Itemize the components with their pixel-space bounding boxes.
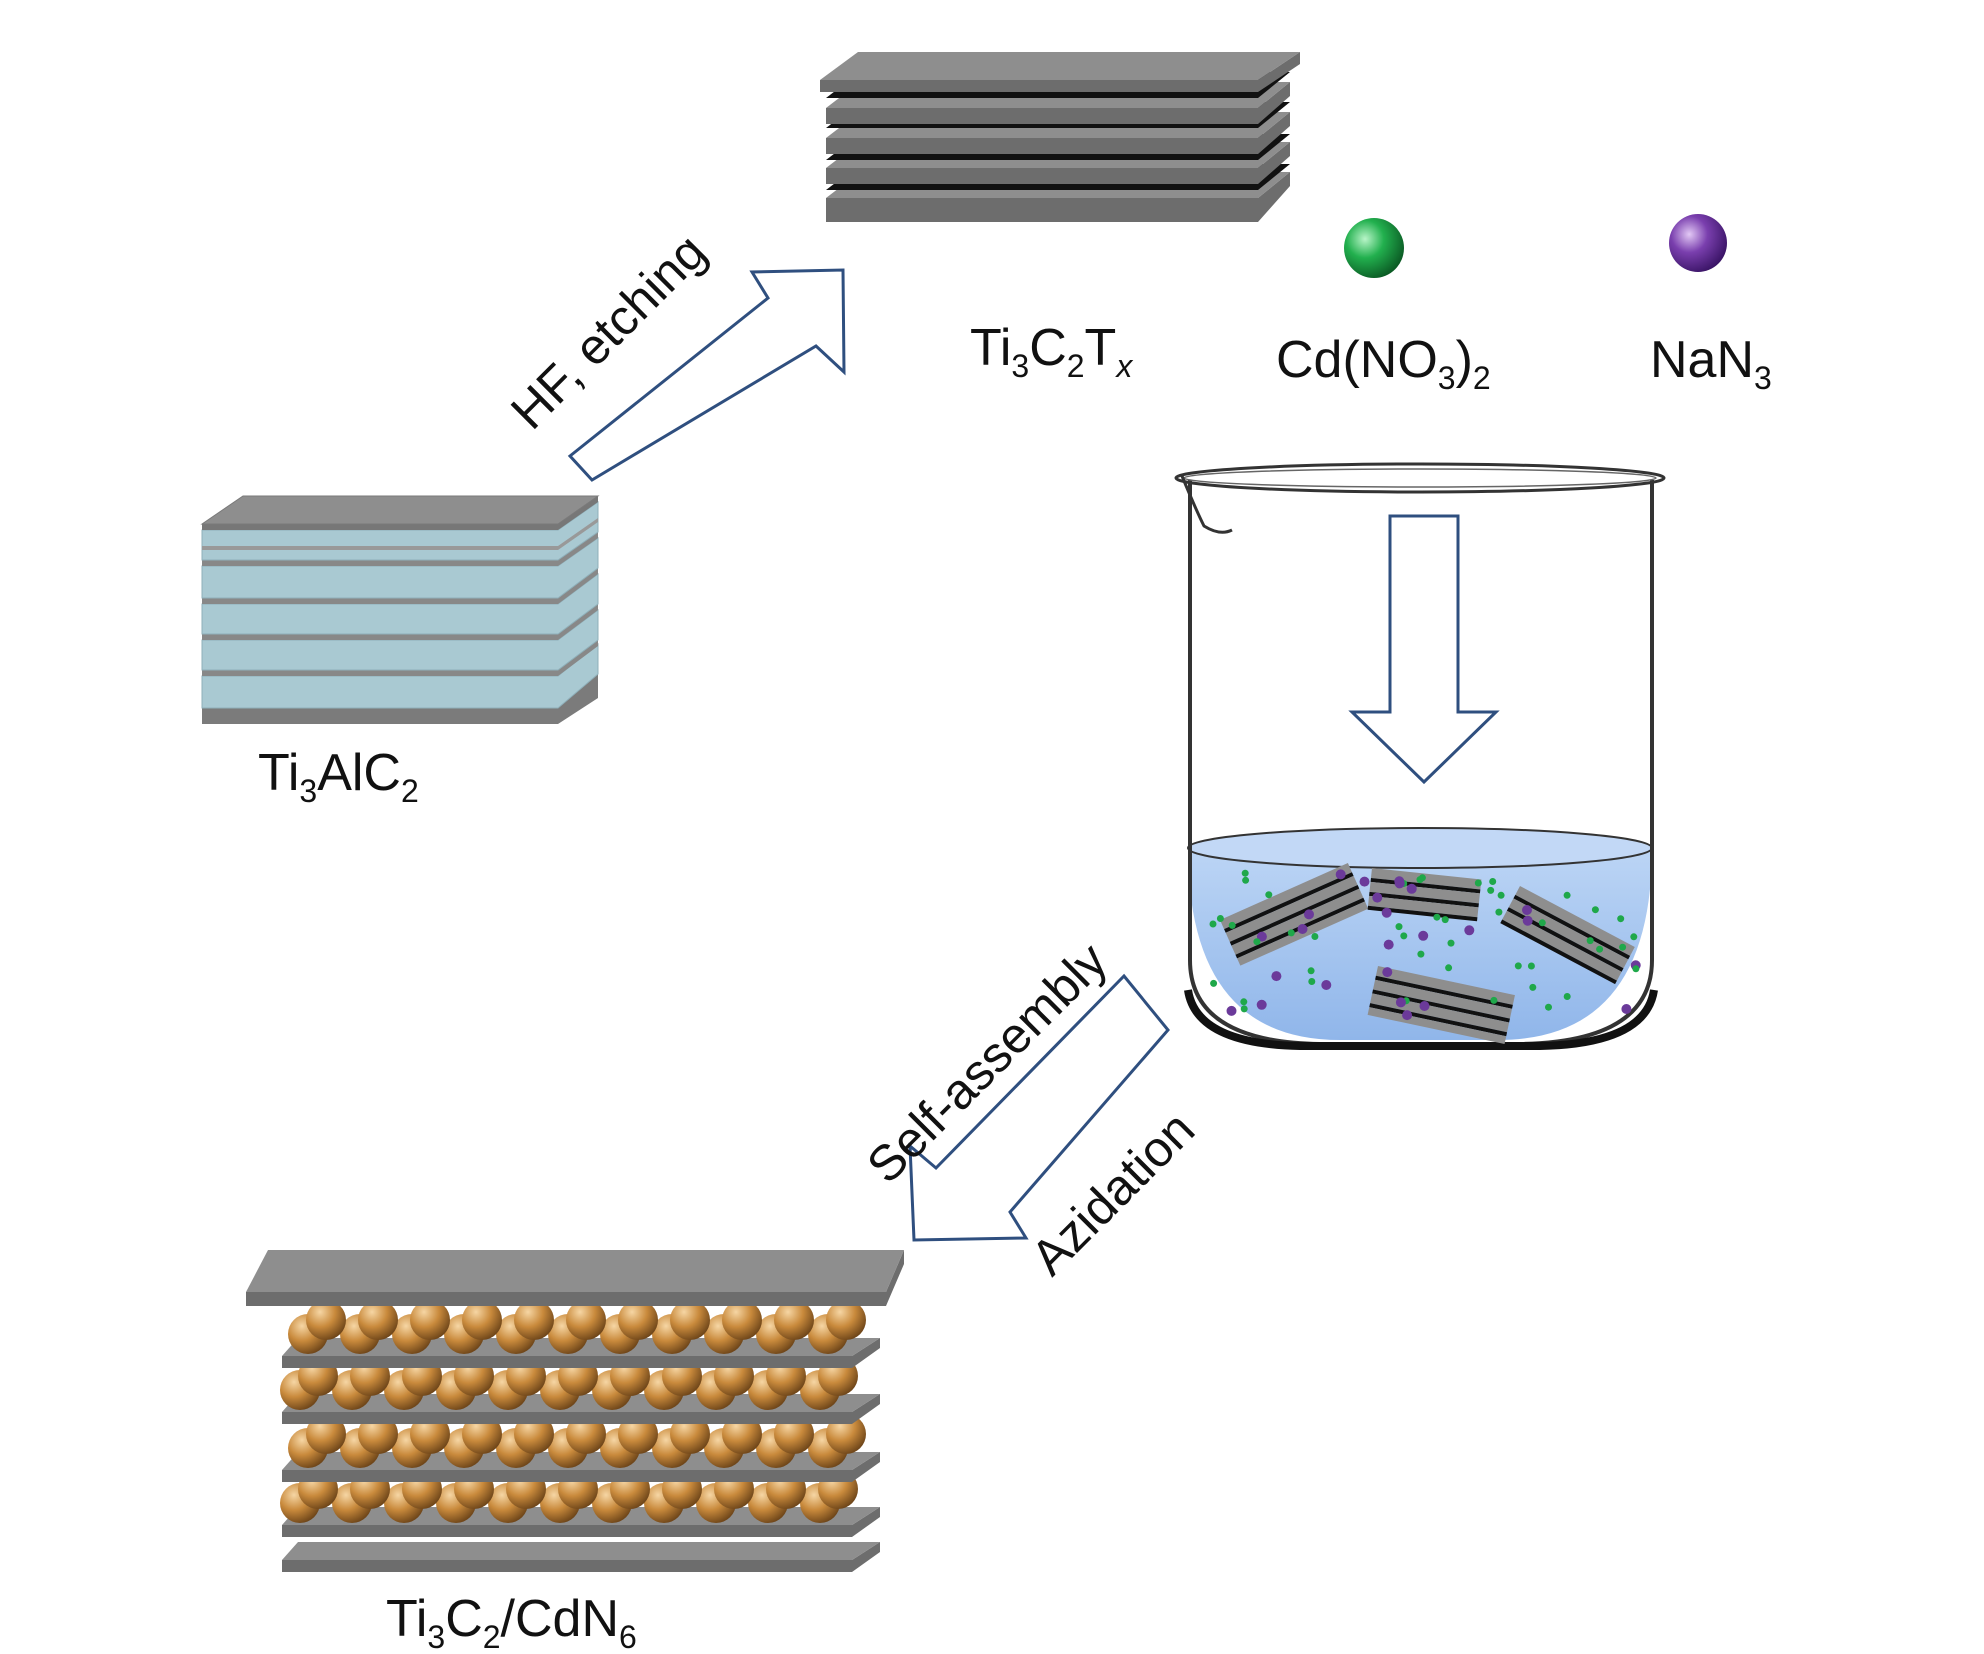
- cd-ion-dot: [1489, 878, 1497, 885]
- cd-ion-dot: [1216, 915, 1224, 922]
- cd-ion-dot: [1617, 915, 1625, 923]
- nan3-label: NaN3: [1650, 331, 1772, 396]
- cd-ion-dot: [1490, 996, 1498, 1004]
- cd-ion-dot: [1395, 923, 1403, 931]
- ti3c2-cdn6-stack: [246, 1250, 904, 1572]
- cd-ion-dot: [1529, 983, 1537, 991]
- na-ion-dot: [1394, 876, 1405, 887]
- na-sphere-icon: [1669, 214, 1727, 272]
- cd-ion-dot: [1514, 962, 1522, 970]
- cd-ion-dot: [1619, 943, 1627, 951]
- na-ion-dot: [1419, 1001, 1430, 1011]
- cdn6-particle: [722, 1300, 762, 1340]
- cdn6-particle: [774, 1300, 814, 1340]
- na-ion-dot: [1359, 876, 1370, 887]
- cdn6-particle: [514, 1300, 554, 1340]
- na-ion-dot: [1321, 980, 1332, 990]
- cdn6-particle: [462, 1300, 502, 1340]
- na-ion-dot: [1256, 999, 1267, 1010]
- na-ion-dot: [1335, 869, 1346, 880]
- cd-ion-dot: [1563, 993, 1571, 1000]
- cd-ion-dot: [1497, 891, 1505, 899]
- ti3alc2-stack: [200, 495, 600, 724]
- mixing-arrow: [1348, 514, 1500, 785]
- na-ion-dot: [1382, 967, 1393, 978]
- cdn6-particle: [566, 1300, 606, 1340]
- na-ion-dot: [1395, 997, 1406, 1008]
- cd-ion-dot: [1495, 908, 1503, 916]
- cd-ion-dot: [1307, 967, 1315, 975]
- dissolved-ions: [1209, 869, 1641, 1021]
- na-ion-dot: [1297, 924, 1308, 934]
- cd-ion-dot: [1228, 921, 1236, 929]
- cd-ion-dot: [1433, 913, 1441, 921]
- ti3c2tx-stack: [820, 52, 1300, 222]
- ti3alc2-label: Ti3AlC2: [258, 744, 419, 809]
- na-ion-dot: [1418, 930, 1429, 941]
- cd-ion-dot: [1253, 938, 1261, 946]
- cdn6-particle: [826, 1300, 866, 1340]
- cd-ion-dot: [1287, 929, 1295, 937]
- cd-ion-dot: [1240, 998, 1248, 1006]
- cd-ion-dot: [1596, 945, 1604, 953]
- cd-ion-dot: [1538, 919, 1546, 927]
- cd-ion-dot: [1308, 978, 1316, 985]
- etching-arrow: [567, 268, 846, 482]
- cd-ion-dot: [1265, 891, 1273, 899]
- assembly-arrow-shape: [908, 973, 1170, 1242]
- cd-ion-dot: [1311, 933, 1319, 940]
- na-ion-dot: [1226, 1005, 1237, 1016]
- cdn6-particle: [410, 1300, 450, 1340]
- cdn6-particle: [670, 1300, 710, 1340]
- cd-ion-dot: [1632, 965, 1640, 973]
- na-ion-dot: [1372, 892, 1383, 903]
- cd-sphere-icon: [1344, 218, 1404, 278]
- na-ion-dot: [1402, 1010, 1413, 1021]
- na-ion-dot: [1271, 971, 1282, 982]
- cd-ion-dot: [1416, 876, 1424, 884]
- cd-ion-dot: [1240, 1005, 1248, 1013]
- na-ion-dot: [1522, 905, 1532, 915]
- cd-ion-dot: [1242, 876, 1250, 884]
- na-ion-dot: [1256, 931, 1267, 942]
- ti3c2-cdn6-label: Ti3C2/CdN6: [386, 1590, 637, 1654]
- cd-ion-dot: [1474, 879, 1482, 887]
- cdn6-particle: [358, 1300, 398, 1340]
- na-ion-dot: [1381, 907, 1392, 918]
- na-ion-dot: [1464, 925, 1475, 936]
- cdn6-particle: [618, 1300, 658, 1340]
- na-ion-dot: [1304, 909, 1314, 920]
- cd-ion-dot: [1210, 979, 1218, 987]
- na-ion-dot: [1522, 915, 1533, 926]
- na-ion-dot: [1383, 939, 1394, 950]
- cd-ion-dot: [1630, 933, 1638, 941]
- cd-ion-dot: [1545, 1003, 1552, 1011]
- cd-ion-dot: [1417, 950, 1425, 958]
- cdn6-particle: [306, 1300, 346, 1340]
- cd-ion-dot: [1445, 964, 1453, 972]
- cd-ion-dot: [1209, 920, 1217, 928]
- cd-ion-dot: [1586, 937, 1594, 945]
- cd-ion-dot: [1241, 869, 1249, 877]
- na-ion-dot: [1406, 883, 1417, 894]
- cd-ion-dot: [1527, 962, 1535, 970]
- cd-ion-dot: [1563, 891, 1571, 899]
- na-ion-dot: [1621, 1004, 1632, 1014]
- cd-no3-2-label: Cd(NO3)2: [1276, 331, 1491, 396]
- ti3c2tx-label: Ti3C2Tx: [970, 319, 1133, 384]
- cd-ion-dot: [1441, 916, 1449, 924]
- cd-ion-dot: [1447, 939, 1455, 947]
- cd-ion-dot: [1487, 886, 1495, 894]
- cd-ion-dot: [1400, 932, 1408, 940]
- cd-ion-dot: [1591, 906, 1599, 914]
